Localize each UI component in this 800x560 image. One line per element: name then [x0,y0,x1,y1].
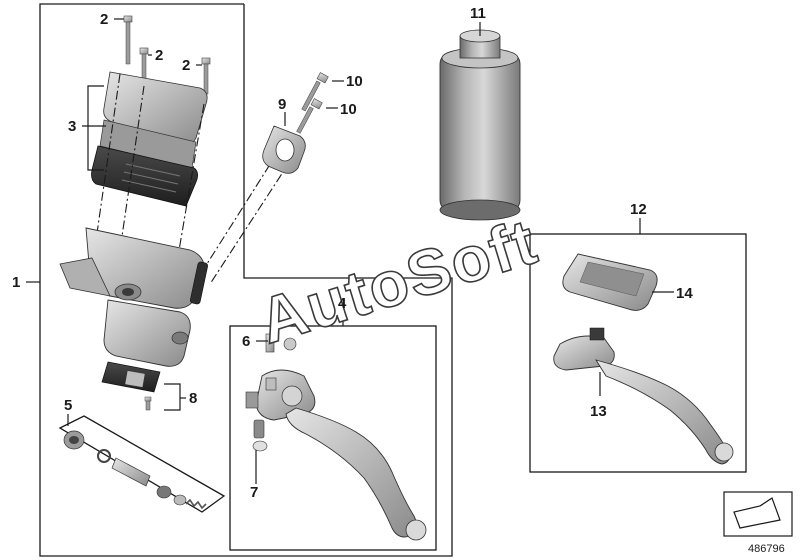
callout-12: 12 [630,201,647,218]
callout-3: 3 [68,118,76,135]
callout-2a: 2 [100,11,108,28]
brake-switch-part-8 [101,361,161,411]
repair-kit-part-5 [63,430,207,510]
spring-part-7 [252,419,268,452]
callout-14: 14 [676,285,693,302]
reservoir-cover-part-3 [91,71,208,207]
frame-lever-12 [529,233,747,473]
callout-labels: 2 2 2 3 1 4 5 6 7 8 9 10 10 11 12 13 14 [12,5,693,501]
callout-2c: 2 [182,57,190,74]
callout-10a: 10 [346,73,363,90]
lever-part-13 [553,327,734,465]
document-number: 486796 [748,543,785,555]
frame-lever-4 [229,325,437,551]
callout-4: 4 [338,295,347,312]
lever-part-4 [245,369,427,541]
pin-part-6 [265,333,297,353]
master-cylinder-part-1 [59,227,208,367]
leader-lines [26,18,674,484]
callout-10b: 10 [340,101,357,118]
callout-6: 6 [242,333,250,350]
assembly-guide-lines [95,73,301,285]
frame-assembly-1 [39,3,453,557]
reservoir-cover-part-14 [562,253,658,311]
callout-11: 11 [470,5,486,22]
screw-part-10 [296,72,329,134]
callout-8: 8 [189,390,197,407]
callout-2b: 2 [155,47,163,64]
clamp-part-9 [262,125,306,174]
callout-7: 7 [250,484,258,501]
callout-13: 13 [590,403,607,420]
frame-seal-kit-5 [58,415,226,513]
watermark-text: AutoSoft [251,205,546,358]
callout-5: 5 [64,397,72,414]
brake-fluid-bottle-part-11 [439,29,521,221]
direction-arrow-icon [723,491,793,537]
callout-9: 9 [278,96,286,113]
callout-1: 1 [12,274,20,291]
